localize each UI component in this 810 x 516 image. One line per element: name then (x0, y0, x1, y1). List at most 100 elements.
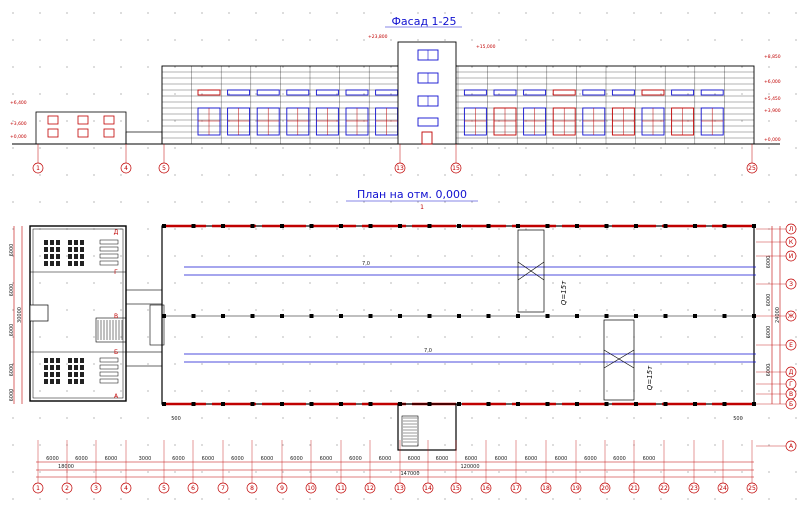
facade-axis-1: 1 (32, 162, 44, 174)
plan-admin-block (29, 225, 127, 402)
svg-text:25: 25 (748, 485, 756, 492)
svg-text:А: А (789, 443, 794, 450)
svg-text:5: 5 (162, 485, 166, 492)
svg-text:19: 19 (572, 485, 580, 492)
svg-text:+3,600: +3,600 (10, 121, 27, 127)
dim-left-4: 6000 (9, 389, 15, 402)
dim-bottom-17: 6000 (555, 456, 568, 462)
facade-axis-4: 4 (120, 162, 132, 174)
svg-text:4: 4 (124, 165, 128, 172)
dim-left-1: 6000 (9, 284, 15, 297)
plan-axis-right-Ж: Ж (785, 310, 797, 322)
svg-text:Е: Е (789, 342, 793, 349)
svg-text:8: 8 (250, 485, 254, 492)
dim-right-1: 6000 (766, 294, 772, 307)
dim-left-0: 6000 (9, 244, 15, 257)
svg-text:+0,000: +0,000 (10, 134, 27, 140)
svg-text:7,0: 7,0 (424, 348, 432, 354)
svg-text:12: 12 (366, 485, 374, 492)
svg-text:6: 6 (191, 485, 195, 492)
dim-bottom-19: 6000 (613, 456, 626, 462)
dim-left-2: 6000 (9, 324, 15, 337)
plan-main-hall: 7,0 7,0 Q=15т Q=15т (161, 224, 756, 406)
plan-axis-15: 15 (450, 482, 462, 494)
svg-text:10: 10 (307, 485, 315, 492)
plan-axis-20: 20 (599, 482, 611, 494)
dim-bottom-9: 6000 (320, 456, 333, 462)
dim-bottom-7: 6000 (261, 456, 274, 462)
svg-text:1: 1 (36, 165, 40, 172)
plan-axis-left-Б: Б (114, 349, 118, 356)
svg-text:500: 500 (171, 416, 181, 422)
plan-axis-right-Г: Г (785, 378, 797, 390)
plan-axis-17: 17 (510, 482, 522, 494)
plan-axis-12: 12 (364, 482, 376, 494)
dim-left-total: 30000 (17, 307, 23, 323)
dim-bottom-13: 6000 (436, 456, 449, 462)
plan-axis-left-В: В (114, 313, 118, 320)
dim-bottom-0: 6000 (46, 456, 59, 462)
dim-bottom-20: 6000 (643, 456, 656, 462)
svg-text:4: 4 (124, 485, 128, 492)
plan-axis-25: 25 (746, 482, 758, 494)
svg-text:17: 17 (512, 485, 520, 492)
plan-axis-1: 1 (32, 482, 44, 494)
svg-text:Д: Д (789, 369, 794, 376)
svg-text:13: 13 (396, 165, 404, 172)
svg-text:24: 24 (719, 485, 727, 492)
svg-text:+23,800: +23,800 (368, 34, 388, 40)
dim-bottom-5: 6000 (202, 456, 215, 462)
facade-axis-15: 15 (450, 162, 462, 174)
facade-level-marks: +6,400 +3,600 +0,000 +8,850 +6,000 +5,45… (10, 34, 781, 143)
plan-axis-4: 4 (120, 482, 132, 494)
svg-text:Ж: Ж (788, 313, 795, 320)
svg-text:13: 13 (396, 485, 404, 492)
svg-text:2: 2 (65, 485, 69, 492)
dim-right-3: 6000 (766, 364, 772, 377)
plan-axis-right-К: К (785, 236, 797, 248)
plan-axis-14: 14 (422, 482, 434, 494)
plan-axis-21: 21 (628, 482, 640, 494)
plan-axis-9: 9 (276, 482, 288, 494)
crane-label-2: Q=15т (646, 365, 654, 390)
plan-axis-2: 2 (61, 482, 73, 494)
svg-text:16: 16 (482, 485, 490, 492)
svg-text:18: 18 (542, 485, 550, 492)
facade-annex (35, 111, 163, 145)
svg-text:+6,000: +6,000 (764, 79, 781, 85)
dim-bottom-10: 6000 (349, 456, 362, 462)
plan-bottom-annex (397, 403, 457, 451)
dim-right-2: 6000 (766, 326, 772, 339)
svg-text:+15,000: +15,000 (476, 44, 496, 50)
plan-axis-left-Д: Д (114, 229, 119, 236)
dim-bottom-8: 6000 (290, 456, 303, 462)
dim-bottom-total-right: 120000 (460, 464, 479, 470)
plan-axis-8: 8 (246, 482, 258, 494)
svg-text:+6,400: +6,400 (10, 100, 27, 106)
svg-text:К: К (789, 239, 794, 246)
plan-axis-13: 13 (394, 482, 406, 494)
dim-bottom-15: 6000 (495, 456, 508, 462)
dim-bottom-12: 6000 (408, 456, 421, 462)
svg-text:В: В (789, 391, 793, 398)
svg-text:И: И (789, 253, 794, 260)
dim-bottom-4: 6000 (172, 456, 185, 462)
plan-axis-right-З: З (785, 278, 797, 290)
dim-bottom-16: 6000 (525, 456, 538, 462)
svg-text:20: 20 (601, 485, 609, 492)
svg-text:9: 9 (280, 485, 284, 492)
svg-text:1: 1 (36, 485, 40, 492)
plan-axis-right-Е: Е (785, 339, 797, 351)
svg-text:5: 5 (162, 165, 166, 172)
svg-text:21: 21 (630, 485, 638, 492)
facade-axis-5: 5 (158, 162, 170, 174)
plan-title: План на отм. 0,000 (357, 188, 467, 201)
svg-text:З: З (789, 281, 793, 288)
svg-text:Б: Б (789, 401, 793, 408)
plan-axis-left-А: А (114, 393, 119, 400)
